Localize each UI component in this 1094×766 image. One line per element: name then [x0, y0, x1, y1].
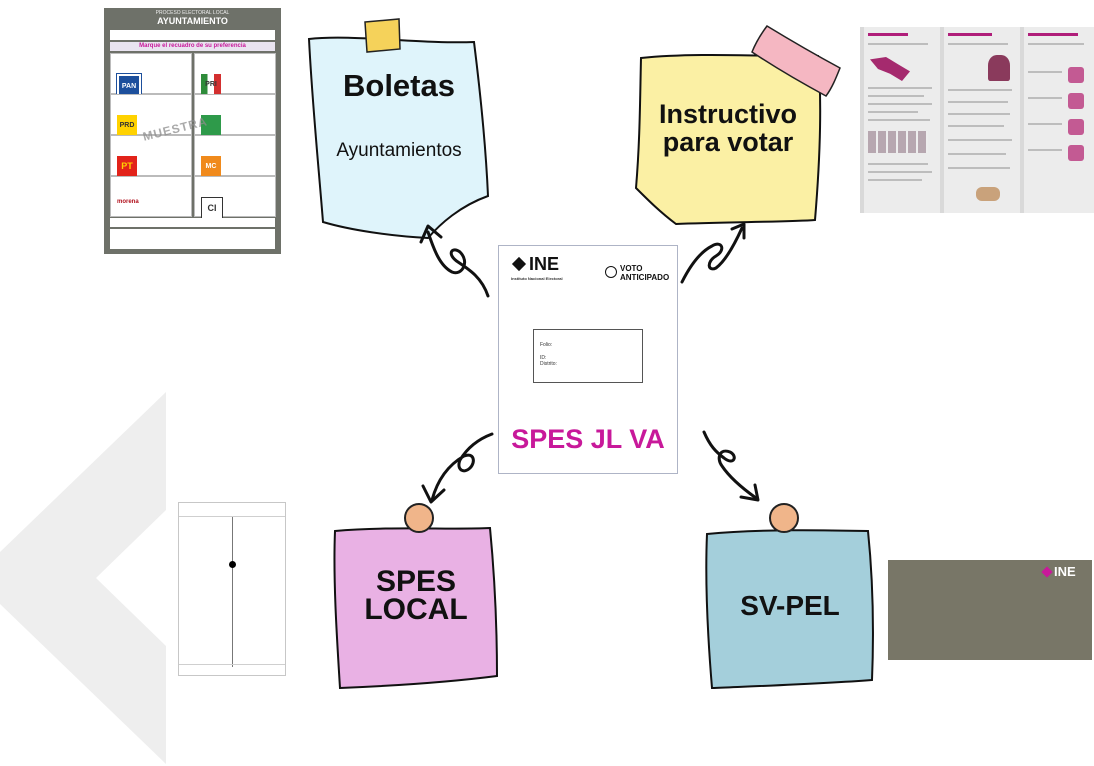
- field-folio: Folio:: [540, 342, 553, 348]
- ine-logo-subtitle: Instituto Nacional Electoral: [511, 276, 563, 281]
- envelope-logo-text: INE: [1054, 564, 1076, 579]
- instructions-brochure-image: [860, 27, 1094, 213]
- center-envelope-card: INE Instituto Nacional Electoral VOTO AN…: [498, 245, 678, 474]
- ballot-cell: [194, 94, 276, 135]
- ballot-cell: PRI: [194, 53, 276, 94]
- arrow-to-spes-local: [430, 432, 494, 502]
- instructivo-title-line1: Instructivo: [658, 99, 798, 129]
- checklist-icon: [1068, 67, 1084, 83]
- party-green-logo: [201, 115, 221, 135]
- ballot-instruction: Marque el recuadro de su preferencia: [110, 42, 275, 51]
- party-morena-logo: morena: [117, 199, 139, 205]
- checklist-icon: [1068, 119, 1084, 135]
- ballot-cell: MC: [194, 135, 276, 176]
- ballot-header-line: PROCESO ELECTORAL LOCAL: [155, 10, 230, 16]
- ballot-image: PROCESO ELECTORAL LOCAL AYUNTAMIENTO Mar…: [104, 8, 281, 254]
- pin-icon: [404, 503, 434, 533]
- boletas-note: [307, 36, 490, 240]
- hand-icon: [976, 187, 1000, 201]
- spes-local-title-line2: LOCAL: [364, 593, 468, 626]
- spes-local-title-line1: SPES: [375, 565, 457, 598]
- ballot-header-title: AYUNTAMIENTO: [157, 16, 228, 26]
- pin-icon: [769, 503, 799, 533]
- ballot-cell: morena: [110, 176, 192, 217]
- ine-logo-text: INE: [529, 254, 560, 274]
- knob-icon: [229, 561, 236, 568]
- boletas-title: Boletas: [343, 68, 455, 103]
- ballot-boxes-icon: [868, 131, 928, 153]
- field-id: ID:: [540, 355, 547, 361]
- party-pt-logo: PT: [117, 156, 137, 176]
- person-icon: [988, 55, 1010, 81]
- address-box: Folio: ID: Distrito:: [533, 329, 643, 383]
- arrow-to-boletas: [426, 230, 490, 298]
- arrowhead-icon: [419, 224, 443, 244]
- gray-envelope-image: INE: [888, 560, 1092, 660]
- ballot-cell: PRD: [110, 94, 192, 135]
- voto-line1: VOTO: [620, 264, 643, 273]
- stopwatch-icon: [605, 266, 617, 278]
- checklist-icon: [1068, 93, 1084, 109]
- party-mc-logo: MC: [201, 156, 221, 176]
- spes-local-note: [333, 526, 499, 690]
- tape-icon: [364, 18, 401, 53]
- arrowhead-icon: [730, 222, 746, 240]
- ballot-cell: CI: [194, 176, 276, 219]
- field-distrito: Distrito:: [540, 361, 557, 367]
- boletas-subtitle: Ayuntamientos: [336, 140, 462, 161]
- center-card-label: SPES JL VA: [511, 424, 665, 454]
- sv-pel-note: [705, 529, 874, 690]
- arrowhead-icon: [421, 484, 446, 504]
- tape-icon: [751, 25, 841, 97]
- party-pri-logo: PRI: [201, 74, 221, 94]
- voto-line2: ANTICIPADO: [620, 273, 670, 282]
- ballot-cell: PT: [110, 135, 192, 176]
- sv-pel-title: SV-PEL: [740, 590, 840, 621]
- arrow-to-sv-pel: [702, 430, 758, 500]
- checklist-icon: [1068, 145, 1084, 161]
- instructivo-title-line2: para votar: [662, 127, 794, 157]
- cabinet-image: [178, 502, 286, 676]
- arrow-to-instructivo: [680, 226, 744, 284]
- party-prd-logo: PRD: [117, 115, 137, 135]
- arrowhead-icon: [739, 483, 760, 502]
